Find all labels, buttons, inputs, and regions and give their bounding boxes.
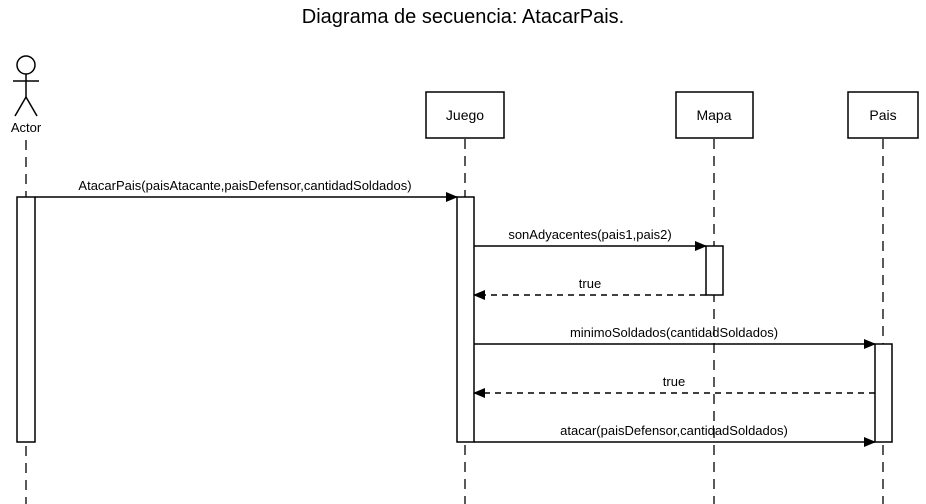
message-label-atacar-pais: AtacarPais(paisAtacante,paisDefensor,can… [78, 178, 411, 193]
message-label-son-adyacentes: sonAdyacentes(pais1,pais2) [508, 227, 671, 242]
pais-label: Pais [869, 107, 896, 123]
diagram-title: Diagrama de secuencia: AtacarPais. [301, 6, 625, 28]
actor-activation [16, 196, 36, 443]
pais-box [847, 91, 919, 139]
juego-box [425, 91, 505, 139]
actor-icon [13, 55, 39, 117]
mapa-activation [705, 245, 724, 296]
pais-activation [874, 343, 893, 443]
juego-label: Juego [446, 107, 484, 123]
actor-label: Actor [11, 120, 42, 135]
message-label-atacar: atacar(paisDefensor,cantidadSoldados) [560, 423, 788, 438]
return-label-mapa: true [579, 276, 601, 291]
return-label-pais: true [663, 374, 685, 389]
mapa-label: Mapa [696, 107, 731, 123]
juego-activation [456, 196, 475, 443]
message-label-minimo-soldados: minimoSoldados(cantidadSoldados) [570, 325, 778, 340]
mapa-box [675, 91, 754, 139]
